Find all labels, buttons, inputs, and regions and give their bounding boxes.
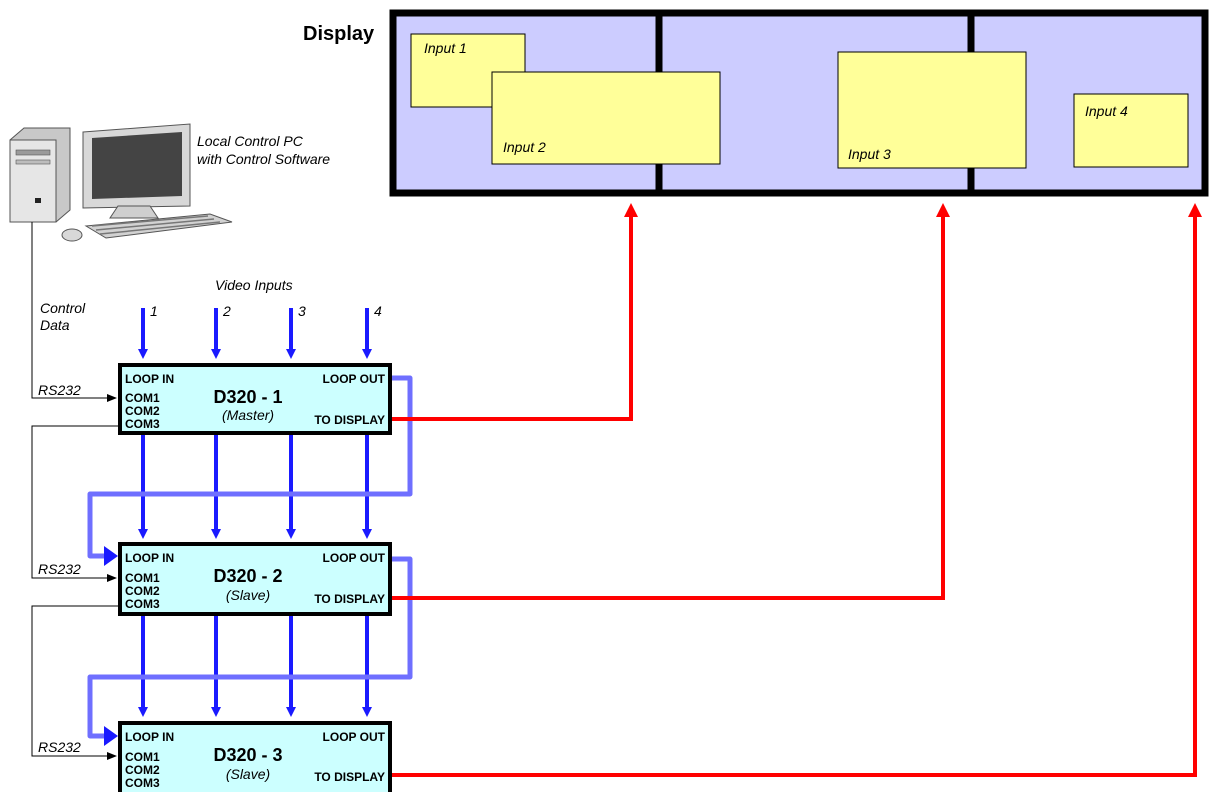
window-input-3-label: Input 3 xyxy=(848,146,891,162)
device-name: D320 - 1 xyxy=(213,387,282,407)
device-role: (Master) xyxy=(222,407,274,423)
com2-label: COM2 xyxy=(125,404,160,418)
video-input-arrows xyxy=(138,308,372,359)
loop-out-label: LOOP OUT xyxy=(323,730,386,744)
com1-label: COM1 xyxy=(125,571,160,585)
window-input-2 xyxy=(491,71,721,165)
device-d320-3: LOOP IN COM1 COM2 COM3 D320 - 3 (Slave) … xyxy=(118,721,392,792)
rs232-label-2: RS232 xyxy=(38,561,81,577)
device-name: D320 - 3 xyxy=(213,745,282,765)
device-role: (Slave) xyxy=(226,587,270,603)
to-display-label: TO DISPLAY xyxy=(314,592,385,606)
control-data-label-line2: Data xyxy=(40,317,70,333)
window-input-4 xyxy=(1073,93,1189,168)
display-title: Display xyxy=(303,23,375,45)
com1-label: COM1 xyxy=(125,391,160,405)
com3-label: COM3 xyxy=(125,776,160,790)
com2-label: COM2 xyxy=(125,763,160,777)
window-input-1-label: Input 1 xyxy=(424,40,467,56)
window-input-3 xyxy=(837,51,1027,169)
device-body xyxy=(118,542,392,616)
rs232-wiring xyxy=(31,222,120,760)
device-role: (Slave) xyxy=(226,766,270,782)
display-wall: Input 1 Input 2 Input 3 Input 4 xyxy=(389,9,1209,197)
pc-label-line2: with Control Software xyxy=(197,151,330,167)
loop-in-label: LOOP IN xyxy=(125,551,174,565)
passthrough-arrows-1-to-2 xyxy=(138,432,372,539)
loop-in-label: LOOP IN xyxy=(125,730,174,744)
loop-out-label: LOOP OUT xyxy=(323,372,386,386)
device-body xyxy=(118,363,392,435)
control-data-label-line1: Control xyxy=(40,300,86,316)
rs232-line-d320-2-to-d320-3 xyxy=(31,605,120,760)
pc-label-line1: Local Control PC xyxy=(197,133,304,149)
com1-label: COM1 xyxy=(125,750,160,764)
window-input-2-label: Input 2 xyxy=(503,139,546,155)
device-d320-2: LOOP IN COM1 COM2 COM3 D320 - 2 (Slave) … xyxy=(118,542,392,616)
com3-label: COM3 xyxy=(125,417,160,431)
loop-out-label: LOOP OUT xyxy=(323,551,386,565)
passthrough-arrows-2-to-3 xyxy=(138,612,372,717)
output-line-3 xyxy=(391,203,1202,777)
loop-arrowhead-2 xyxy=(104,546,118,566)
to-display-label: TO DISPLAY xyxy=(314,770,385,784)
loop-arrowhead-3 xyxy=(104,726,118,746)
window-input-4-label: Input 4 xyxy=(1085,103,1128,119)
output-line-1 xyxy=(391,203,638,421)
com3-label: COM3 xyxy=(125,597,160,611)
output-line-2 xyxy=(391,203,950,600)
device-name: D320 - 2 xyxy=(213,566,282,586)
rs232-label-3: RS232 xyxy=(38,739,81,755)
pc-icon xyxy=(9,123,233,242)
loop-cable-1-to-2 xyxy=(87,375,413,559)
com2-label: COM2 xyxy=(125,584,160,598)
video-input-number-1: 1 xyxy=(150,303,158,319)
rs232-label-1: RS232 xyxy=(38,382,81,398)
loop-cable-2-to-3 xyxy=(87,556,413,739)
rs232-line-d320-1-to-d320-2 xyxy=(31,425,120,582)
loop-in-label: LOOP IN xyxy=(125,372,174,386)
device-body xyxy=(118,721,392,792)
device-d320-1: LOOP IN COM1 COM2 COM3 D320 - 1 (Master)… xyxy=(118,363,392,435)
to-display-label: TO DISPLAY xyxy=(314,413,385,427)
video-inputs-title: Video Inputs xyxy=(215,277,293,293)
loop-cables xyxy=(87,375,413,739)
rs232-line-pc-to-d320-1 xyxy=(31,222,117,402)
video-input-number-4: 4 xyxy=(374,303,382,319)
video-input-number-3: 3 xyxy=(298,303,306,319)
display-output-lines xyxy=(391,203,1202,777)
video-input-number-2: 2 xyxy=(222,303,231,319)
